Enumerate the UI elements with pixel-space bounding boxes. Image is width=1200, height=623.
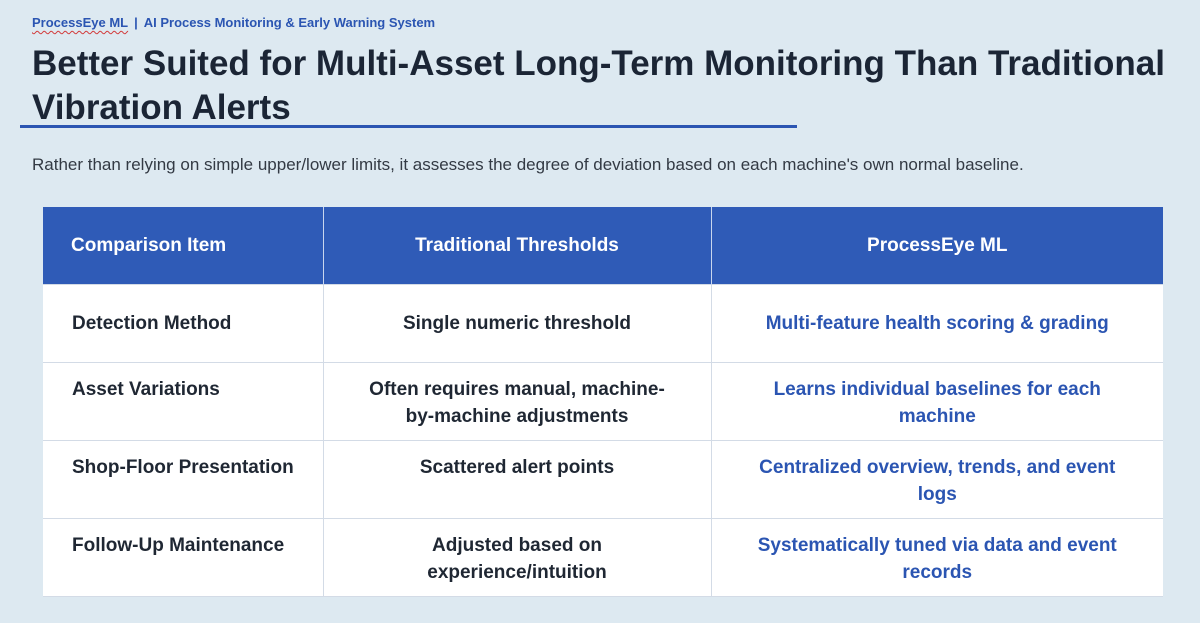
table-row: Detection Method Single numeric threshol… bbox=[43, 284, 1163, 363]
banner-separator: | bbox=[134, 15, 138, 30]
column-header-traditional-thresholds: Traditional Thresholds bbox=[323, 207, 712, 285]
table-row: Follow-Up Maintenance Adjusted based on … bbox=[43, 518, 1163, 597]
table-header-row: Comparison Item Traditional Thresholds P… bbox=[43, 207, 1163, 285]
row-item-label: Shop-Floor Presentation bbox=[43, 440, 324, 519]
brand-name: ProcessEye ML bbox=[32, 15, 129, 30]
column-header-processeye-ml: ProcessEye ML bbox=[711, 207, 1163, 285]
row-traditional-value: Adjusted based on experience/intuition bbox=[323, 518, 712, 597]
title-underline bbox=[20, 125, 797, 128]
row-traditional-value: Often requires manual, machine-by-machin… bbox=[323, 362, 712, 441]
row-item-label: Detection Method bbox=[43, 284, 324, 363]
page-subtitle: Rather than relying on simple upper/lowe… bbox=[32, 155, 1024, 174]
row-processeye-value: Systematically tuned via data and event … bbox=[711, 518, 1163, 597]
row-processeye-value: Learns individual baselines for each mac… bbox=[711, 362, 1163, 441]
row-traditional-value: Scattered alert points bbox=[323, 440, 712, 519]
top-banner: ProcessEye ML | AI Process Monitoring & Ea… bbox=[32, 15, 435, 30]
page-title: Better Suited for Multi-Asset Long-Term … bbox=[32, 44, 1165, 127]
row-processeye-value: Centralized overview, trends, and event … bbox=[711, 440, 1163, 519]
row-processeye-value: Multi-feature health scoring & grading bbox=[711, 284, 1163, 363]
row-item-label: Follow-Up Maintenance bbox=[43, 518, 324, 597]
row-item-label: Asset Variations bbox=[43, 362, 324, 441]
table-row: Shop-Floor Presentation Scattered alert … bbox=[43, 440, 1163, 519]
table-row: Asset Variations Often requires manual, … bbox=[43, 362, 1163, 441]
brand-tagline: AI Process Monitoring & Early Warning Sy… bbox=[143, 15, 436, 30]
row-traditional-value: Single numeric threshold bbox=[323, 284, 712, 363]
comparison-table: Comparison Item Traditional Thresholds P… bbox=[43, 207, 1163, 597]
column-header-comparison-item: Comparison Item bbox=[43, 207, 324, 285]
